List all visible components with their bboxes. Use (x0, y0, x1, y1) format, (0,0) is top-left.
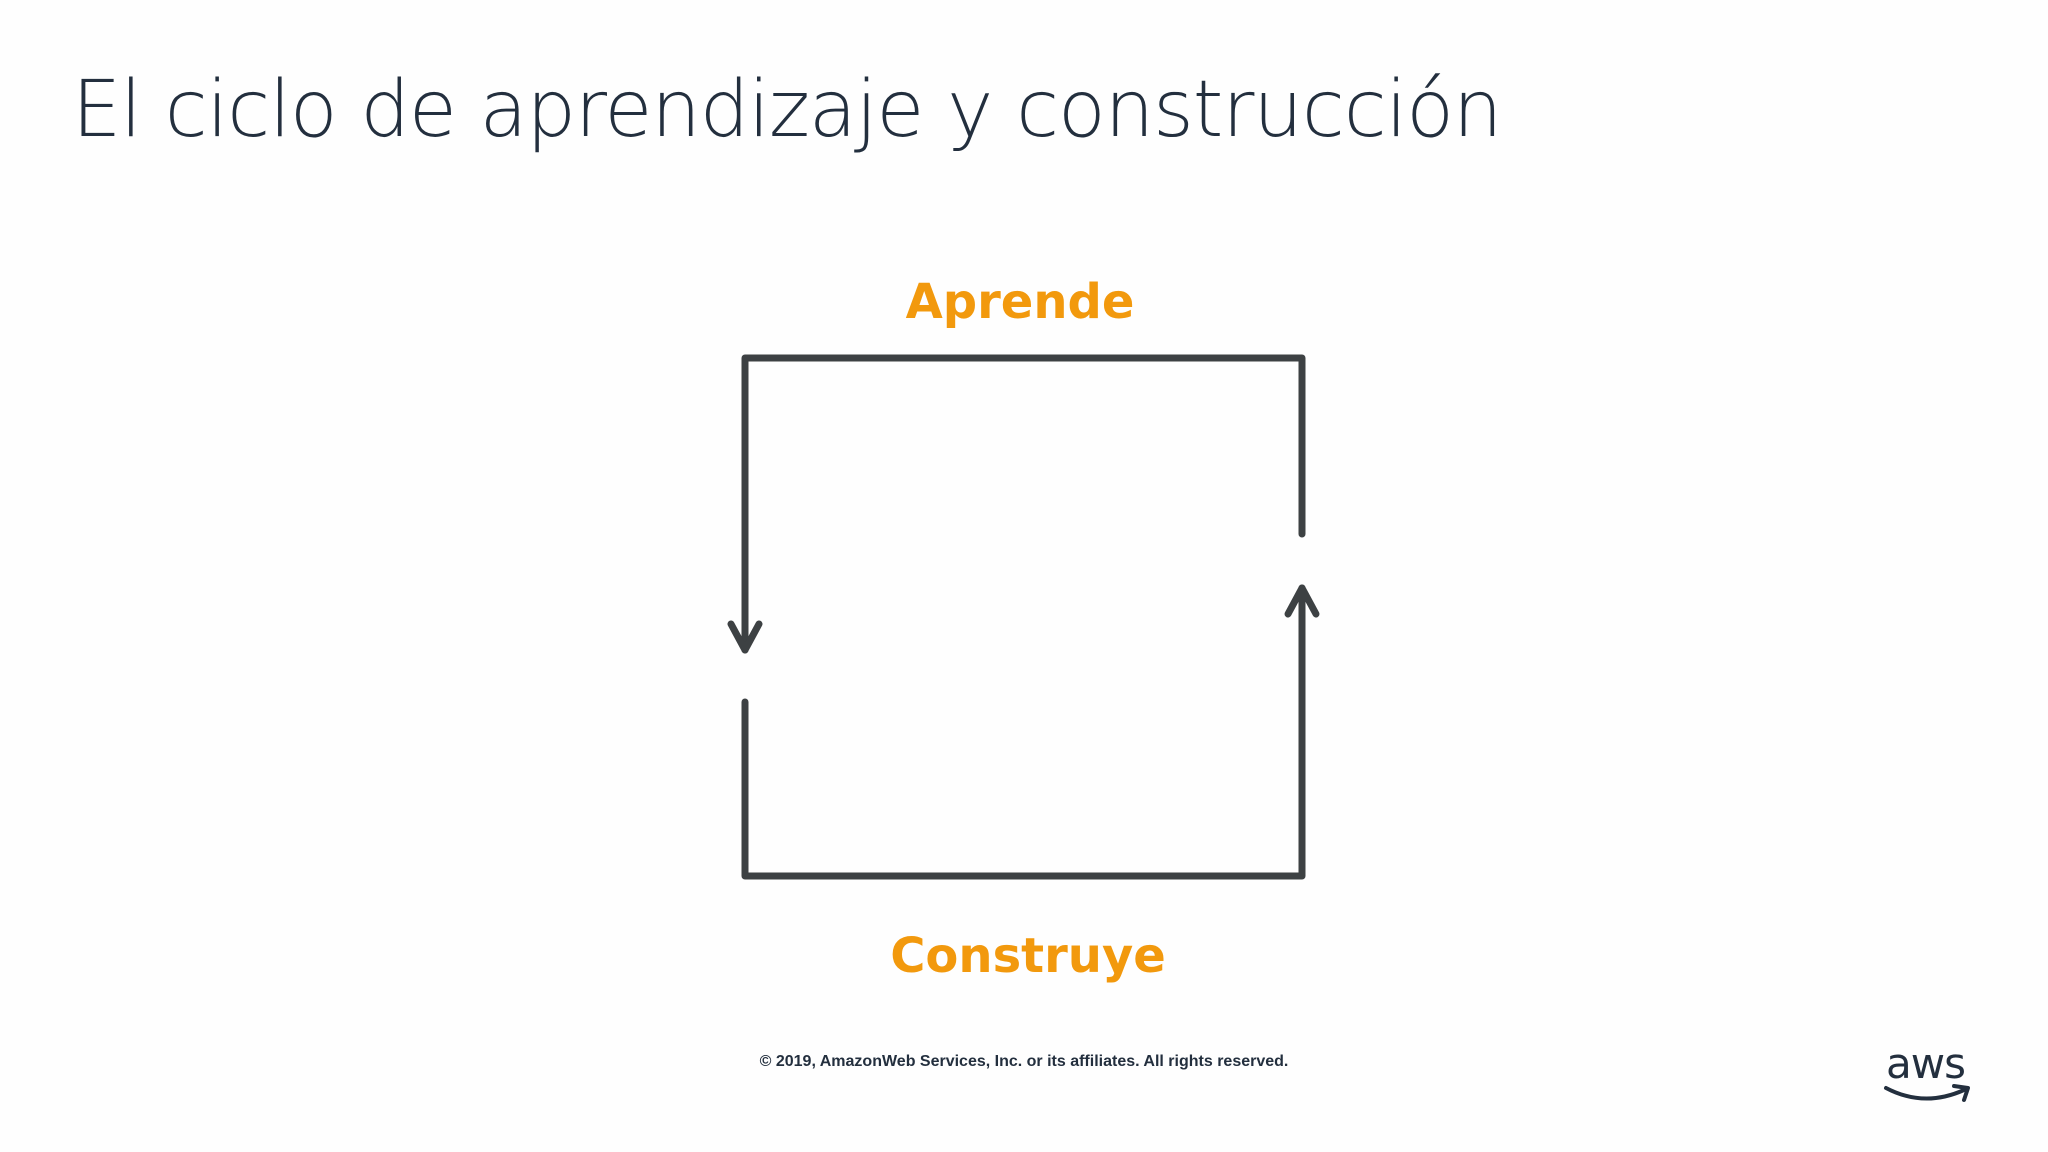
build-label: Construye (890, 928, 1166, 984)
cycle-top-path (741, 354, 1306, 654)
aws-logo: aws (1880, 1040, 1980, 1108)
down-arrow-icon (727, 620, 763, 654)
learn-label: Aprende (905, 274, 1135, 330)
copyright-footer: © 2019, AmazonWeb Services, Inc. or its … (759, 1053, 1289, 1070)
up-arrow-icon (1284, 584, 1320, 618)
aws-logo-text: aws (1886, 1039, 1966, 1088)
cycle-bottom-path (741, 584, 1306, 880)
slide-title: El ciclo de aprendizaje y construcción (72, 65, 1502, 155)
aws-smile-arrow-icon (1884, 1084, 1970, 1102)
